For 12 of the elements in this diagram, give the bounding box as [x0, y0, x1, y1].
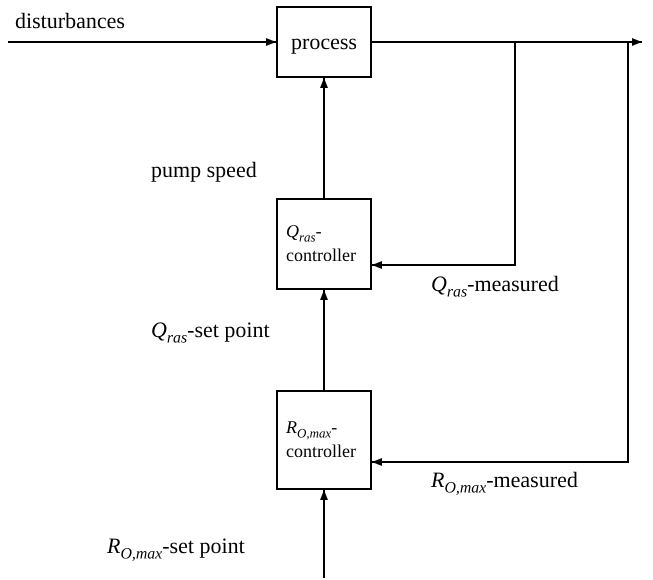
arrow: [372, 41, 516, 269]
arrow: [372, 41, 629, 466]
arrow: [8, 38, 276, 46]
arrow: [320, 78, 328, 198]
block-box: [276, 6, 372, 78]
block-label: process: [290, 28, 358, 56]
arrow: [320, 290, 328, 390]
block-label: R$_{O,max}$- controller: [285, 417, 357, 463]
block-box: [276, 198, 372, 290]
arrow: [320, 490, 328, 578]
block-box: [276, 390, 372, 490]
block-label: Q$_{ras}$- controller: [285, 221, 357, 267]
